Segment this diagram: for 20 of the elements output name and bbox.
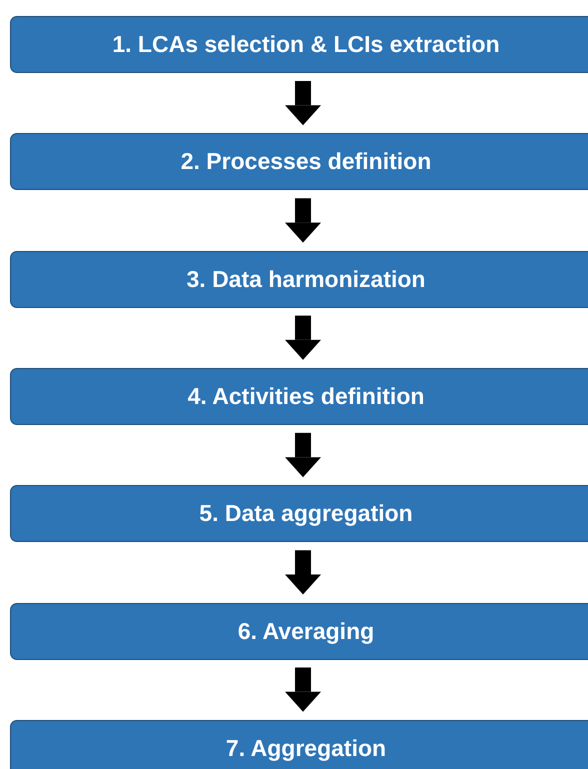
step-label: 7. Aggregation	[226, 734, 386, 762]
process-box	[10, 485, 588, 542]
step-label: 6. Averaging	[238, 618, 374, 644]
process-box	[10, 602, 588, 660]
arrow	[285, 550, 321, 594]
process-box	[10, 368, 588, 425]
step-label: 5. Data aggregation	[199, 500, 413, 528]
step-label: 4. Activities definition	[188, 382, 424, 410]
step-label: 1. LCAs selection & LCIs extraction	[112, 31, 500, 58]
arrow	[285, 81, 321, 126]
process-box	[10, 16, 588, 73]
process-box	[10, 133, 588, 190]
step-label: 2. Processes definition	[180, 148, 432, 176]
arrow	[285, 668, 321, 712]
process-box	[10, 720, 588, 769]
arrow	[285, 198, 321, 243]
arrow	[285, 316, 321, 360]
arrow	[285, 432, 321, 478]
step-label: 3. Data harmonization	[186, 266, 426, 293]
process-box	[10, 250, 588, 308]
